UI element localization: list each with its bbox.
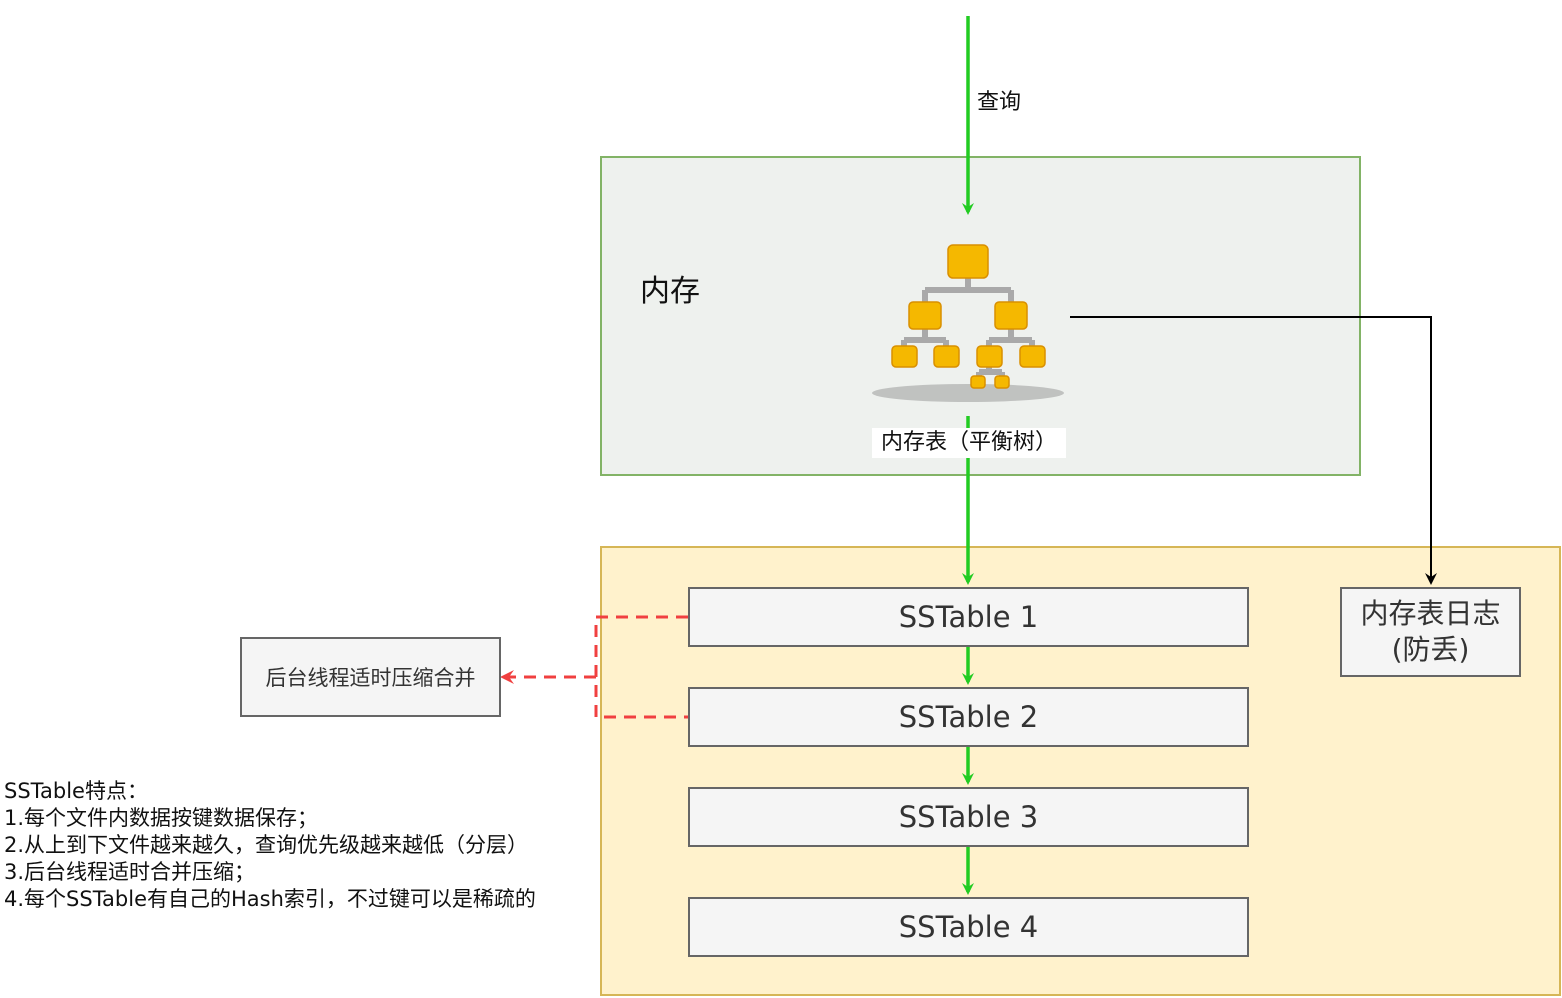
sstable-2: SSTable 2 [688, 687, 1249, 747]
sstable-4: SSTable 4 [688, 897, 1249, 957]
compaction-box: 后台线程适时压缩合并 [240, 637, 501, 717]
query-label: 查询 [977, 90, 1022, 115]
notes-item-3: 3.后台线程适时合并压缩； [4, 860, 256, 884]
memtable-label: 内存表（平衡树） [872, 428, 1066, 458]
notes-item-1: 1.每个文件内数据按键数据保存； [4, 806, 319, 830]
tree-hierarchy-icon [872, 244, 1064, 402]
memtable-log-line1: 内存表日志 [1360, 597, 1501, 630]
memory-label: 内存 [640, 274, 700, 309]
notes-item-2: 2.从上到下文件越来越久，查询优先级越来越低（分层） [4, 833, 529, 857]
sstable-notes: SSTable特点： 1.每个文件内数据按键数据保存； 2.从上到下文件越来越久，查… [4, 778, 536, 913]
sstable-3: SSTable 3 [688, 787, 1249, 847]
notes-item-4: 4.每个SSTable有自己的Hash索引，不过键可以是稀疏的 [4, 887, 536, 911]
notes-title: SSTable特点： [4, 779, 148, 803]
memtable-log-connector [1070, 316, 1437, 585]
compaction-connector [594, 615, 688, 719]
memtable-log-line2: (防丢) [1391, 633, 1470, 666]
memtable-log-box: 内存表日志 (防丢) [1340, 587, 1521, 677]
sstable-1: SSTable 1 [688, 587, 1249, 647]
